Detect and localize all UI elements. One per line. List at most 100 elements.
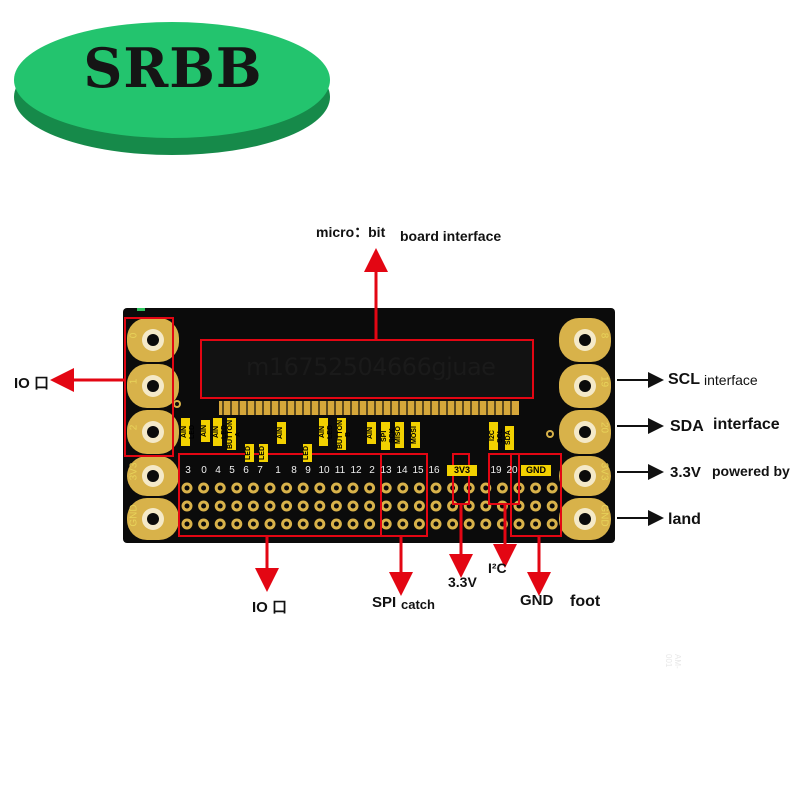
label-board-interface: board interface: [400, 228, 502, 244]
header-hole-center: [184, 485, 190, 491]
header-hole-center: [267, 485, 273, 491]
header-hole-center: [416, 485, 422, 491]
board-model: AM-001: [664, 654, 682, 669]
header-hole-center: [400, 521, 406, 527]
pin-number: 0: [201, 465, 207, 476]
header-hole-center: [416, 521, 422, 527]
label-scl: SCL: [668, 371, 700, 388]
header-hole-center: [317, 521, 323, 527]
label-gnd: GND: [520, 592, 554, 609]
label-scl-interface: interface: [704, 372, 758, 388]
header-hole-center: [217, 521, 223, 527]
pin-number: 16: [428, 465, 440, 476]
pin-number: 10: [318, 465, 330, 476]
header-hole-center: [201, 503, 207, 509]
breakout-board: 0 1 2 3V3 GND 8 19 20 3V3 GND AIN LED AI…: [123, 308, 682, 669]
pin-number: 8: [291, 465, 297, 476]
header-hole-center: [383, 503, 389, 509]
pin-number: 9: [305, 465, 311, 476]
header-hole-center: [201, 485, 207, 491]
header-hole-center: [267, 503, 273, 509]
header-hole-center: [367, 485, 373, 491]
header-hole-center: [483, 503, 489, 509]
header-hole-center: [300, 485, 306, 491]
header-hole-center: [499, 485, 505, 491]
header-hole-center: [217, 503, 223, 509]
header-hole-center: [184, 503, 190, 509]
pin-number: 20: [506, 465, 518, 476]
header-hole-center: [533, 485, 539, 491]
header-hole-center: [217, 485, 223, 491]
header-hole-center: [234, 485, 240, 491]
header-hole-center: [350, 503, 356, 509]
header-hole-center: [433, 521, 439, 527]
pin-number: 2: [369, 465, 375, 476]
label-spi-catch: catch: [401, 597, 435, 612]
header-hole-center: [250, 485, 256, 491]
header-hole-center: [234, 521, 240, 527]
header-3v3-label: 3V3: [447, 465, 477, 476]
header-hole-center: [383, 485, 389, 491]
header-hole-center: [317, 485, 323, 491]
pin-number: 4: [215, 465, 221, 476]
pin-number: 19: [490, 465, 502, 476]
right-pads: [559, 318, 611, 540]
header-gnd-label: GND: [521, 465, 551, 476]
brand-ellipse-shape: [14, 22, 330, 155]
pin-number: 11: [334, 465, 346, 476]
header-hole-center: [483, 521, 489, 527]
pin-number: 14: [396, 465, 408, 476]
pin-number: 7: [257, 465, 263, 476]
header-hole-center: [284, 521, 290, 527]
header-hole-center: [549, 521, 555, 527]
header-hole-center: [250, 503, 256, 509]
label-spi: SPI: [372, 594, 397, 611]
pin-number: 15: [412, 465, 424, 476]
label-sda-interface: interface: [713, 416, 780, 433]
label-sda: SDA: [670, 418, 704, 435]
label-3v3-bottom: 3.3V: [448, 574, 477, 590]
label-io-bottom: IO 口: [252, 599, 288, 616]
pin-number: 3: [185, 465, 191, 476]
header-hole-center: [433, 503, 439, 509]
label-i2c: I²C: [488, 560, 507, 576]
header-holes: [181, 482, 558, 530]
header-hole-center: [333, 521, 339, 527]
header-hole-center: [367, 521, 373, 527]
header-hole-center: [300, 503, 306, 509]
header-hole-center: [317, 503, 323, 509]
edge-fingers: [219, 401, 519, 415]
header-hole-center: [549, 503, 555, 509]
header-hole-center: [400, 503, 406, 509]
header-hole-center: [367, 503, 373, 509]
header-hole-center: [333, 503, 339, 509]
header-hole-center: [483, 485, 489, 491]
left-pads: [127, 318, 179, 540]
header-hole-center: [466, 521, 472, 527]
header-hole-center: [516, 521, 522, 527]
header-hole-center: [284, 503, 290, 509]
header-hole-center: [533, 521, 539, 527]
header-hole-center: [433, 485, 439, 491]
header-hole-center: [383, 521, 389, 527]
header-hole-center: [450, 521, 456, 527]
header-hole-center: [300, 521, 306, 527]
label-microbit: micro：bit: [316, 224, 386, 240]
pin-number: 12: [350, 465, 362, 476]
brand-logo: SRBB: [0, 0, 340, 170]
label-foot: foot: [570, 593, 601, 610]
header-hole-center: [350, 485, 356, 491]
pin-number: 1: [275, 465, 281, 476]
label-3v3: 3.3V: [670, 464, 701, 481]
header-hole-center: [267, 521, 273, 527]
header-hole-center: [416, 503, 422, 509]
header-hole-center: [333, 485, 339, 491]
pin-number: 13: [380, 465, 392, 476]
header-hole-center: [201, 521, 207, 527]
header-hole-center: [400, 485, 406, 491]
pin-number: 6: [243, 465, 249, 476]
header-hole-center: [350, 521, 356, 527]
brand-text: SRBB: [83, 36, 263, 100]
label-powered-by: powered by: [712, 463, 790, 479]
